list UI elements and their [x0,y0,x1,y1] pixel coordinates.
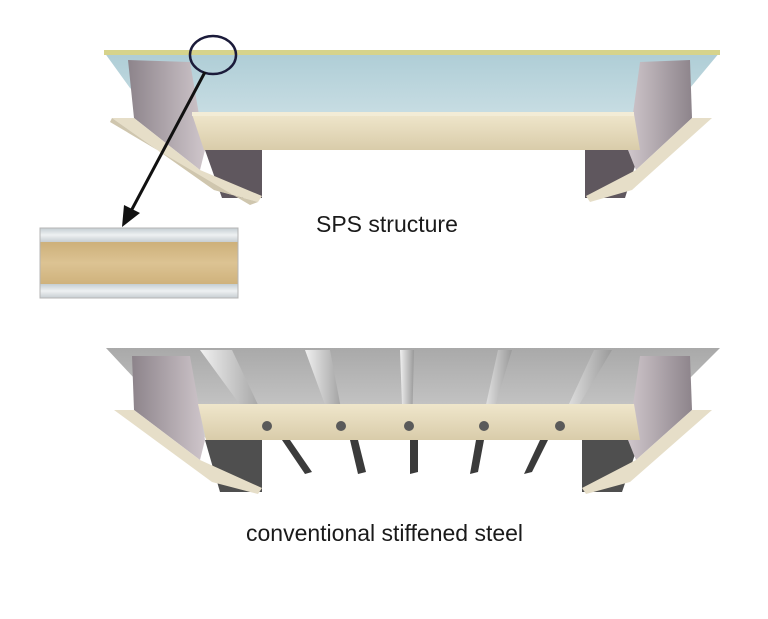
conv-left-web [132,356,205,460]
stiffener-slot [262,421,272,431]
conv-right-flange [582,410,712,494]
sps-top-edge [104,50,720,55]
stiffener [524,440,548,474]
sps-right-flange [586,118,712,202]
sps-cross-beam [192,114,640,150]
sps-left-web [128,60,205,170]
conv-left-flange [114,410,262,494]
stiffener [470,440,484,474]
stiffener-slot [404,421,414,431]
sps-section-inset [39,227,239,299]
sps-structure-label: SPS structure [316,211,458,237]
sps-structure-illustration [104,34,720,227]
stiffener-slot [555,421,565,431]
conventional-steel-label: conventional stiffened steel [246,520,524,546]
stiffener [282,440,312,474]
conv-stiffener-holes [262,421,565,431]
sps-left-flange [112,118,262,202]
sps-right-web [628,60,692,170]
stiffener-slot [336,421,346,431]
inset-border [39,227,239,299]
conv-right-web [628,356,692,460]
sps-cross-beam-top [192,112,634,116]
inset-core [40,242,238,284]
stiffener [410,440,418,474]
conv-stiffeners-lower [282,440,548,474]
stiffener-slot [479,421,489,431]
detail-circle [188,34,238,76]
stiffener [350,440,366,474]
conventional-illustration [106,348,720,494]
detail-arrow-head [122,205,140,227]
conv-cross-beam [198,404,640,440]
inset-top-steel [40,228,238,242]
inset-bottom-steel [40,284,238,298]
detail-arrow-line [128,71,207,214]
